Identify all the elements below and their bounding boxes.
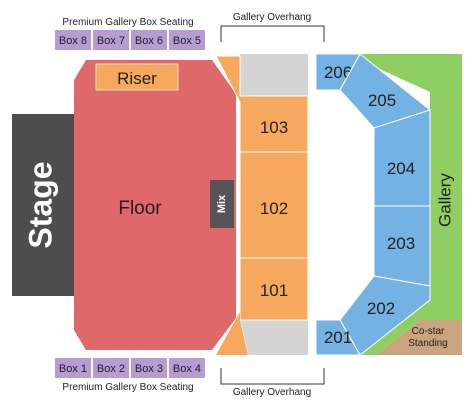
section-costar-standing[interactable]: Co-star Standing — [376, 320, 462, 355]
section-gallery[interactable]: Gallery — [360, 54, 462, 355]
section-floor[interactable]: Floor — [74, 60, 236, 350]
mix-shape — [210, 180, 234, 228]
section-202[interactable]: 202 — [339, 275, 431, 356]
gallery-overhang-bracket-bottom — [220, 368, 325, 385]
gallery-label: Gallery — [435, 173, 454, 227]
section-202-shape — [339, 275, 431, 356]
section-205-label: 205 — [368, 91, 396, 110]
mix-label: Mix — [216, 194, 228, 213]
box-3-shape — [131, 358, 167, 378]
box-8-label: Box 8 — [59, 35, 87, 47]
section-101[interactable]: 101 — [215, 257, 309, 356]
box-5-shape — [169, 30, 205, 50]
gray-area-top — [240, 54, 308, 96]
floor-shape — [74, 60, 236, 350]
box-3-label: Box 3 — [135, 363, 163, 375]
section-101-corner — [216, 312, 248, 355]
gallery-overhang-bracket-top — [220, 25, 325, 42]
box-4[interactable]: Box 4 — [169, 358, 205, 378]
section-206-label: 206 — [324, 63, 352, 82]
section-103[interactable]: 103 — [215, 55, 309, 153]
section-204-label: 204 — [387, 159, 415, 178]
section-riser[interactable]: Riser — [95, 63, 179, 91]
box-7-shape — [93, 30, 129, 50]
premium-box-label-top: Premium Gallery Box Seating — [62, 17, 193, 28]
gallery-shape — [360, 54, 462, 355]
box-4-shape — [169, 358, 205, 378]
section-203-label: 203 — [387, 234, 415, 253]
box-7[interactable]: Box 7 — [93, 30, 129, 50]
box-1-label: Box 1 — [59, 363, 87, 375]
box-7-label: Box 7 — [97, 35, 125, 47]
section-206[interactable]: 206 — [315, 53, 361, 91]
gray-area-bottom — [240, 320, 308, 355]
riser-label: Riser — [117, 69, 157, 88]
stage: Stage — [12, 114, 74, 296]
section-201-shape — [315, 319, 361, 356]
floor-label: Floor — [118, 198, 162, 219]
section-203[interactable]: 203 — [373, 205, 431, 287]
costar-shape — [376, 320, 462, 355]
box-8[interactable]: Box 8 — [55, 30, 91, 50]
box-6-label: Box 6 — [135, 35, 163, 47]
box-6[interactable]: Box 6 — [131, 30, 167, 50]
section-102-label: 102 — [260, 199, 288, 218]
section-101-label: 101 — [260, 281, 288, 300]
box-5-label: Box 5 — [173, 35, 201, 47]
box-8-shape — [55, 30, 91, 50]
costar-label-line1: Co-star — [412, 326, 445, 337]
box-2-label: Box 2 — [97, 363, 125, 375]
section-103-label: 103 — [260, 118, 288, 137]
stage-shape — [12, 114, 74, 296]
section-202-label: 202 — [367, 299, 395, 318]
mix-position: Mix — [210, 180, 234, 228]
premium-box-label-bottom: Premium Gallery Box Seating — [62, 382, 193, 393]
box-3[interactable]: Box 3 — [131, 358, 167, 378]
stage-label: Stage — [22, 161, 58, 248]
section-204[interactable]: 204 — [373, 109, 431, 207]
section-201[interactable]: 201 — [315, 319, 361, 356]
box-4-label: Box 4 — [173, 363, 201, 375]
box-1-shape — [55, 358, 91, 378]
box-6-shape — [131, 30, 167, 50]
box-1[interactable]: Box 1 — [55, 358, 91, 378]
box-5[interactable]: Box 5 — [169, 30, 205, 50]
gallery-overhang-label-bottom: Gallery Overhang — [233, 387, 311, 398]
section-102[interactable]: 102 — [239, 151, 309, 259]
riser-shape — [95, 63, 179, 91]
box-2-shape — [93, 358, 129, 378]
costar-label-line2: Standing — [408, 338, 447, 349]
gallery-overhang-label-top: Gallery Overhang — [233, 12, 311, 23]
section-103-shape — [215, 55, 309, 153]
section-201-label: 201 — [324, 328, 352, 347]
box-2[interactable]: Box 2 — [93, 358, 129, 378]
